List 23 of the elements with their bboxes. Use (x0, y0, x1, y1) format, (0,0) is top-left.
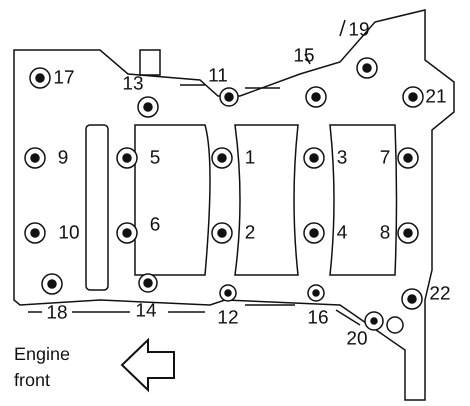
callout-number: 8 (380, 224, 390, 242)
callout-number: 22 (429, 284, 451, 304)
callout-number: 16 (307, 308, 329, 328)
callout-number: 13 (122, 74, 144, 94)
callout-number: 11 (208, 66, 228, 86)
callout-number: 10 (58, 224, 80, 242)
callout-number: 21 (425, 88, 447, 106)
callout-number: 17 (53, 68, 75, 88)
callout-number: 4 (336, 224, 348, 242)
callout-number: 3 (336, 148, 348, 168)
callout-number: 20 (346, 330, 368, 348)
direction-note: Engine front (14, 343, 72, 392)
callout-number: 9 (58, 148, 68, 168)
callout-number: 12 (217, 308, 239, 328)
callout-number: 6 (150, 216, 160, 234)
callout-number: 15 (293, 46, 315, 66)
callout-number: 1 (244, 148, 256, 168)
callout-number: 18 (46, 304, 68, 322)
callout-number: 2 (244, 224, 256, 242)
callout-number: 7 (380, 148, 390, 168)
callout-number: 14 (135, 302, 157, 320)
callout-number: 5 (150, 148, 160, 168)
callout-number: 19 (348, 20, 370, 40)
